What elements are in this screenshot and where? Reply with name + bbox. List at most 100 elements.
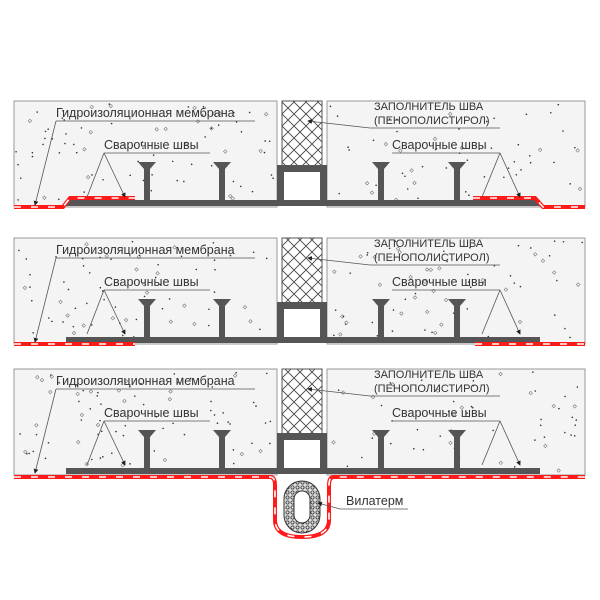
aggregate-dot <box>214 268 216 271</box>
aggregate-dot <box>258 148 263 154</box>
aggregate-dot <box>391 330 394 332</box>
aggregate-dot <box>28 452 30 455</box>
waterstop-rib-head <box>448 299 466 306</box>
aggregate-dot <box>517 244 520 247</box>
aggregate-dot <box>404 175 406 178</box>
aggregate-dot <box>63 119 66 121</box>
aggregate-dot <box>388 247 391 250</box>
aggregate-dot <box>212 241 215 244</box>
aggregate-dot <box>347 146 349 149</box>
aggregate-dot <box>171 160 174 163</box>
aggregate-dot <box>487 335 490 338</box>
aggregate-dot <box>493 117 495 120</box>
aggregate-dot <box>235 121 238 123</box>
aggregate-dot <box>189 377 192 380</box>
aggregate-dot <box>336 115 339 117</box>
label-vilaterm: Вилатерм <box>346 494 403 508</box>
waterstop-center-hollow <box>284 309 320 337</box>
aggregate-dot <box>110 122 113 125</box>
aggregate-dot <box>137 160 139 163</box>
aggregate-dot <box>51 320 53 323</box>
aggregate-dot <box>134 267 139 272</box>
aggregate-dot <box>371 321 374 324</box>
aggregate-dot <box>91 174 93 176</box>
foam-filler <box>281 237 323 305</box>
aggregate-dot <box>232 180 235 183</box>
aggregate-dot <box>265 372 268 375</box>
aggregate-dot <box>581 241 583 244</box>
aggregate-dot <box>216 422 219 424</box>
aggregate-dot <box>569 336 571 339</box>
waterstop-center-hollow <box>284 440 320 468</box>
aggregate-dot <box>553 240 556 242</box>
waterstop-rib-head <box>372 299 390 306</box>
aggregate-dot <box>553 161 555 164</box>
aggregate-dot <box>99 419 101 422</box>
aggregate-dot <box>110 258 112 261</box>
waterstop-rib-head <box>213 162 231 169</box>
aggregate-dot <box>131 240 134 243</box>
aggregate-dot <box>551 403 556 409</box>
leader-filler <box>307 256 500 266</box>
aggregate-dot <box>44 137 46 140</box>
aggregate-dot <box>548 254 551 257</box>
aggregate-dot <box>472 384 475 387</box>
aggregate-dot <box>80 127 83 129</box>
aggregate-dot <box>67 288 70 291</box>
aggregate-dot <box>49 374 54 379</box>
aggregate-dot <box>85 174 91 180</box>
aggregate-dot <box>144 290 150 295</box>
aggregate-dot <box>432 136 438 142</box>
aggregate-dot <box>213 414 216 416</box>
aggregate-dot <box>152 154 155 156</box>
aggregate-dot <box>208 308 210 311</box>
aggregate-dot <box>230 196 235 201</box>
aggregate-dot <box>252 251 255 254</box>
aggregate-dot <box>269 420 272 423</box>
aggregate-dot <box>270 174 273 176</box>
aggregate-dot <box>344 320 349 325</box>
aggregate-dot <box>447 410 450 413</box>
aggregate-dot <box>349 272 352 274</box>
aggregate-dot <box>428 267 434 272</box>
aggregate-dot <box>414 292 417 295</box>
aggregate-dot <box>396 130 398 133</box>
aggregate-dot <box>466 308 469 310</box>
aggregate-dot <box>129 463 131 465</box>
aggregate-dot <box>264 140 267 142</box>
aggregate-dot <box>187 106 190 108</box>
aggregate-dot <box>142 147 144 149</box>
aggregate-dot <box>47 441 50 444</box>
aggregate-dot <box>64 142 66 145</box>
aggregate-dot <box>124 424 127 427</box>
aggregate-dot <box>167 396 173 402</box>
aggregate-dot <box>342 315 345 318</box>
aggregate-dot <box>329 105 332 108</box>
aggregate-dot <box>371 437 374 439</box>
aggregate-dot <box>399 311 404 316</box>
aggregate-dot <box>35 433 38 436</box>
aggregate-dot <box>376 335 379 337</box>
aggregate-dot <box>17 163 19 166</box>
aggregate-dot <box>176 179 179 182</box>
waterstop-rib-head <box>138 299 156 306</box>
waterstop-center-hollow <box>284 172 320 200</box>
aggregate-dot <box>389 442 392 445</box>
aggregate-dot <box>451 411 457 417</box>
aggregate-dot <box>110 316 116 321</box>
aggregate-dot <box>338 192 341 195</box>
waterstop-rib <box>378 433 384 469</box>
aggregate-dot <box>76 384 78 386</box>
aggregate-dot <box>122 398 127 404</box>
aggregate-dot <box>162 427 164 430</box>
aggregate-dot <box>15 150 17 153</box>
aggregate-dot <box>265 257 268 260</box>
aggregate-dot <box>480 278 486 283</box>
waterstop-rib <box>144 302 150 338</box>
aggregate-dot <box>123 378 129 384</box>
aggregate-dot <box>529 161 532 164</box>
aggregate-dot <box>435 388 441 393</box>
aggregate-dot <box>25 258 28 260</box>
aggregate-dot <box>471 406 474 409</box>
